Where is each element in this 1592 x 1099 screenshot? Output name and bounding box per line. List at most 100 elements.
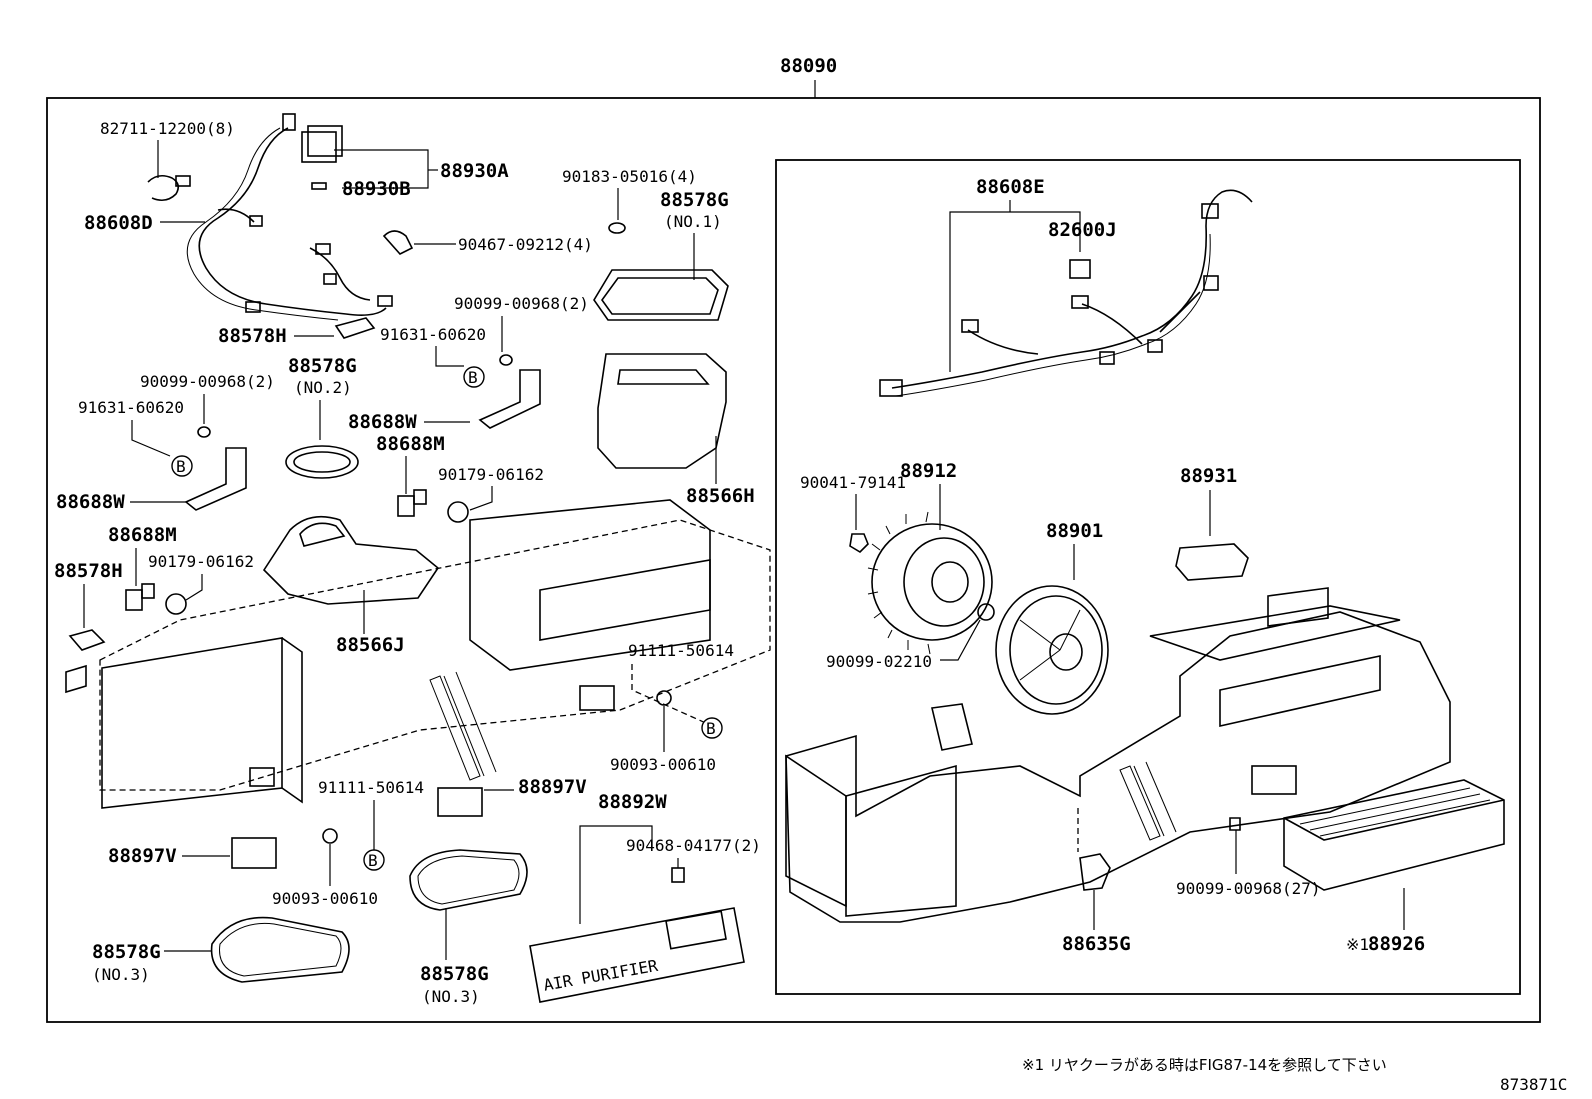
connector-icon xyxy=(1071,295,1089,309)
footnote: ※1 リヤクーラがある時はFIG87-14を参照して下さい xyxy=(1022,1056,1387,1074)
nut-icon xyxy=(165,593,187,615)
label-88912: 88912 xyxy=(900,460,957,482)
left-panel: 82711-12200(8) 88608D 88930A 88930B 9018… xyxy=(54,113,771,1006)
connector-icon xyxy=(249,215,263,227)
seal-plug-icon xyxy=(68,629,106,651)
bolt-marker-b xyxy=(463,366,485,388)
blower-motor-icon xyxy=(995,585,1109,715)
leader-90179-lower xyxy=(185,574,203,601)
wire-harness-second-icon xyxy=(895,233,1211,397)
leader-91111-right xyxy=(631,664,709,725)
clip-icon xyxy=(671,867,685,883)
connector-icon xyxy=(1147,339,1163,353)
label-90467: 90467-09212(4) xyxy=(458,235,593,254)
harness-branch-icon xyxy=(967,329,1039,355)
clamp-tab-icon xyxy=(175,175,191,187)
connector-icon xyxy=(315,243,331,255)
label-82711: 82711-12200(8) xyxy=(100,119,235,138)
bracket-88608E xyxy=(949,211,1081,372)
right-panel: 88608E 82600J 90041-79141 88912 88931 xyxy=(785,176,1505,955)
label-90099-02210: 90099-02210 xyxy=(826,652,932,671)
motor-spokes-icon xyxy=(1019,609,1081,681)
seal-gasket-icon xyxy=(593,269,729,321)
actuator-arm-icon xyxy=(141,583,155,599)
tray-rim-icon xyxy=(1283,799,1505,841)
bolt-marker-b-text: B xyxy=(468,368,478,387)
oval-seal-icon xyxy=(285,445,359,479)
tray-ribs-icon xyxy=(1299,787,1491,837)
harness-branch-icon xyxy=(1159,291,1201,333)
filter-block-icon xyxy=(437,787,483,817)
fuse-icon xyxy=(311,182,327,190)
label-91111-right: 91111-50614 xyxy=(628,641,734,660)
label-no2: (NO.2) xyxy=(294,378,352,397)
actuator-icon xyxy=(125,589,143,611)
screw-icon xyxy=(197,426,211,438)
label-90099-00968-27: 90099-00968(27) xyxy=(1176,879,1321,898)
connector-icon xyxy=(961,319,979,333)
connector-icon xyxy=(879,379,903,397)
fan-blades-icon xyxy=(867,511,931,655)
blower-case-icon xyxy=(469,499,711,671)
tray-icon xyxy=(1283,779,1505,891)
connector-icon xyxy=(1099,351,1115,365)
nut-icon xyxy=(849,533,869,554)
relay-icon xyxy=(1069,259,1091,279)
label-no3-left: (NO.3) xyxy=(92,965,150,984)
bolt-marker-b-text: B xyxy=(706,719,716,738)
resistor-icon xyxy=(1175,543,1249,581)
seal-strip-icon xyxy=(334,317,376,339)
label-no3-right: (NO.3) xyxy=(422,987,480,1006)
bolt-marker-b xyxy=(171,455,193,477)
label-91631-lower: 91631-60620 xyxy=(78,398,184,417)
label-no1: (NO.1) xyxy=(664,212,722,231)
seal-gasket-icon xyxy=(210,916,350,983)
purifier-panel-text: AIR PURIFIER xyxy=(542,956,659,995)
bolt-marker-b xyxy=(701,717,723,739)
label-88566H: 88566H xyxy=(686,485,755,507)
seal-gasket-inner-icon xyxy=(219,922,342,977)
duct-icon xyxy=(262,515,440,605)
label-88566J: 88566J xyxy=(336,634,405,656)
connector-icon xyxy=(1201,203,1219,219)
label-88688W-left: 88688W xyxy=(56,491,125,513)
actuator-icon xyxy=(1079,853,1111,891)
label-90093-lower: 90093-00610 xyxy=(272,889,378,908)
bolt-marker-b-text: B xyxy=(176,457,186,476)
nut-icon xyxy=(608,222,626,234)
label-88926: 88926 xyxy=(1368,933,1425,955)
wire-harness-second-icon xyxy=(186,127,339,321)
wire-harness-icon xyxy=(891,189,1253,389)
bracket-88930 xyxy=(334,149,429,189)
purifier-window-icon xyxy=(665,910,727,950)
label-88688M-upper: 88688M xyxy=(376,433,445,455)
connector-icon xyxy=(1203,275,1219,291)
clip-icon xyxy=(382,230,414,255)
duct-neck-icon xyxy=(931,703,973,751)
bolt-marker-b-text: B xyxy=(368,851,378,870)
leader-90179-upper xyxy=(469,486,493,511)
evaporator-fins-icon xyxy=(455,671,497,773)
blower-motor-ring-icon xyxy=(1009,595,1103,705)
label-88931: 88931 xyxy=(1180,465,1237,487)
evaporator-fins-icon xyxy=(429,675,481,781)
harness-branch-icon xyxy=(309,247,371,301)
nut-icon xyxy=(447,501,469,523)
leader-91631-lower xyxy=(131,420,171,457)
label-88578G-no1: 88578G xyxy=(660,189,729,211)
label-90183: 90183-05016(4) xyxy=(562,167,697,186)
blower-case-icon xyxy=(785,611,1451,923)
label-90099-lower: 90099-00968(2) xyxy=(140,372,275,391)
label-88892W: 88892W xyxy=(598,791,667,813)
seal-gasket-icon xyxy=(409,849,528,911)
bolt-icon xyxy=(656,690,672,706)
label-91631-upper: 91631-60620 xyxy=(380,325,486,344)
label-88897V-left: 88897V xyxy=(108,845,177,867)
relay-icon xyxy=(301,131,337,163)
connector-icon xyxy=(377,295,393,307)
label-88930B: 88930B xyxy=(342,178,411,200)
label-91111-lower: 91111-50614 xyxy=(318,778,424,797)
harness-branch-icon xyxy=(217,208,255,223)
bracket-icon xyxy=(184,447,247,511)
